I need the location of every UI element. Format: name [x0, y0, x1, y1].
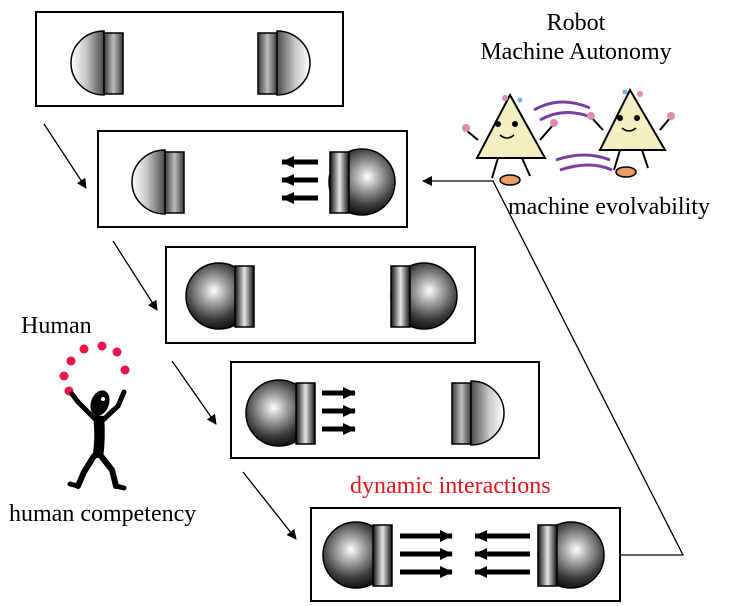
human-label: Human — [21, 313, 92, 339]
panel-4-right-agent-icon — [451, 380, 505, 446]
panel-2-left-agent-icon — [131, 149, 185, 215]
robot-label: Robot — [546, 10, 606, 36]
panel-1-left-agent-icon — [70, 30, 124, 96]
panel-2-arrows-icon — [281, 156, 318, 204]
panel-5-arrows-right-icon — [400, 530, 453, 578]
panel-3-left-agent-icon — [185, 262, 255, 330]
panel-2-right-agent-icon — [328, 148, 396, 216]
panel-1-right-agent-icon — [257, 30, 311, 96]
panel-4-left-agent-icon — [245, 379, 316, 447]
panel-4-arrows-icon — [322, 387, 356, 435]
panel-3-right-agent-icon — [390, 262, 458, 330]
feedback-loop-arrow — [422, 176, 685, 556]
dancing-figures-icon — [462, 87, 675, 186]
juggler-icon — [59, 341, 130, 491]
machine-evolvability-label: machine evolvability — [508, 194, 710, 220]
machine-autonomy-label: Machine Autonomy — [480, 39, 672, 65]
panel-5-left-agent-icon — [322, 521, 393, 589]
panel-5-right-agent-icon — [537, 521, 605, 589]
human-competency-label: human competency — [9, 501, 197, 527]
sequence-arrows — [43, 123, 297, 540]
panel-5-arrows-left-icon — [474, 530, 530, 578]
dynamic-interactions-label: dynamic interactions — [350, 473, 551, 499]
